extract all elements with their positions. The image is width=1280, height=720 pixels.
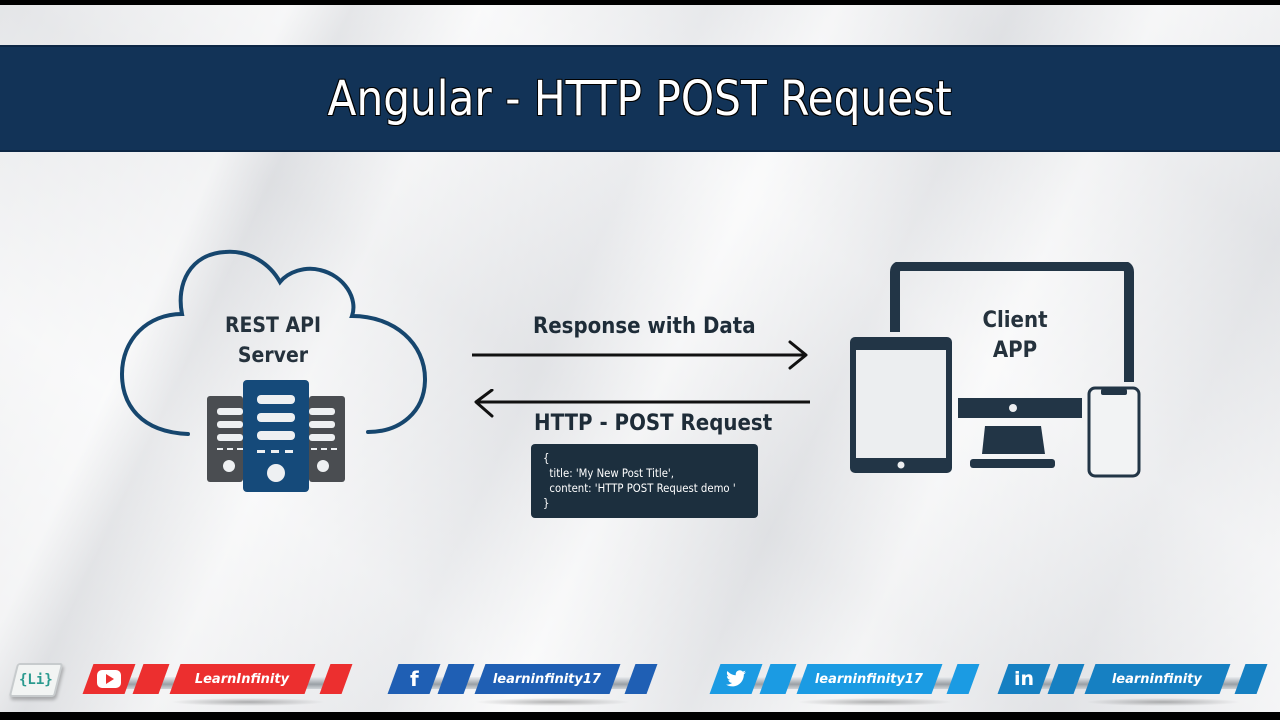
- banner-stripe: [437, 664, 475, 694]
- cloud-icon: [120, 249, 428, 436]
- linkedin-handle: learninfinity: [1112, 671, 1203, 687]
- top-letterbox: [0, 0, 1280, 5]
- code-line: title: 'My New Post Title',: [543, 466, 674, 480]
- banner-shadow: [1085, 698, 1241, 706]
- banner-shadow: [475, 698, 631, 706]
- social-facebook[interactable]: f learninfinity17: [385, 660, 658, 706]
- social-twitter[interactable]: learninfinity17: [707, 660, 980, 706]
- banner-stripe: [132, 664, 170, 694]
- banner-shadow: [170, 698, 326, 706]
- server-label-line2: Server: [237, 343, 309, 367]
- bottom-letterbox: [0, 712, 1280, 720]
- client-label: Client APP: [966, 306, 1065, 366]
- devices-icon: [850, 262, 1141, 478]
- code-line: content: 'HTTP POST Request demo ': [543, 481, 736, 495]
- client-label-line2: APP: [992, 338, 1038, 363]
- title-banner: Angular - HTTP POST Request: [0, 45, 1280, 152]
- youtube-icon: [82, 664, 136, 694]
- youtube-handle-banner: LearnInfinity: [169, 664, 316, 694]
- facebook-icon: f: [387, 664, 441, 694]
- linkedin-handle-banner: learninfinity: [1084, 664, 1231, 694]
- page-title: Angular - HTTP POST Request: [327, 70, 953, 127]
- banner-stripe: [1047, 664, 1085, 694]
- social-youtube[interactable]: LearnInfinity: [80, 660, 353, 706]
- code-line: }: [543, 496, 550, 510]
- server-label-line1: REST API: [224, 313, 322, 337]
- server-rack-icon: [207, 380, 345, 492]
- banner-shadow: [797, 698, 953, 706]
- request-label: HTTP - POST Request: [534, 411, 773, 436]
- twitter-handle: learninfinity17: [815, 671, 924, 687]
- arrow-right-icon: [472, 340, 808, 370]
- server-label: REST API Server: [215, 310, 332, 370]
- learninfinity-logo[interactable]: {Li}: [8, 663, 64, 697]
- social-linkedin[interactable]: in learninfinity: [995, 660, 1268, 706]
- client-label-line1: Client: [982, 308, 1048, 333]
- linkedin-glyph: in: [1013, 668, 1035, 690]
- facebook-handle-banner: learninfinity17: [474, 664, 621, 694]
- request-payload-code: { title: 'My New Post Title', content: '…: [531, 444, 758, 518]
- twitter-icon: [709, 664, 763, 694]
- code-line: {: [543, 451, 550, 465]
- youtube-handle: LearnInfinity: [195, 671, 290, 687]
- linkedin-icon: in: [997, 664, 1051, 694]
- twitter-handle-banner: learninfinity17: [796, 664, 943, 694]
- response-label: Response with Data: [533, 314, 756, 339]
- facebook-handle: learninfinity17: [493, 671, 602, 687]
- banner-stripe: [759, 664, 797, 694]
- logo-text: {Li}: [19, 672, 53, 688]
- facebook-glyph: f: [409, 667, 419, 691]
- arrow-left-icon: [474, 389, 810, 418]
